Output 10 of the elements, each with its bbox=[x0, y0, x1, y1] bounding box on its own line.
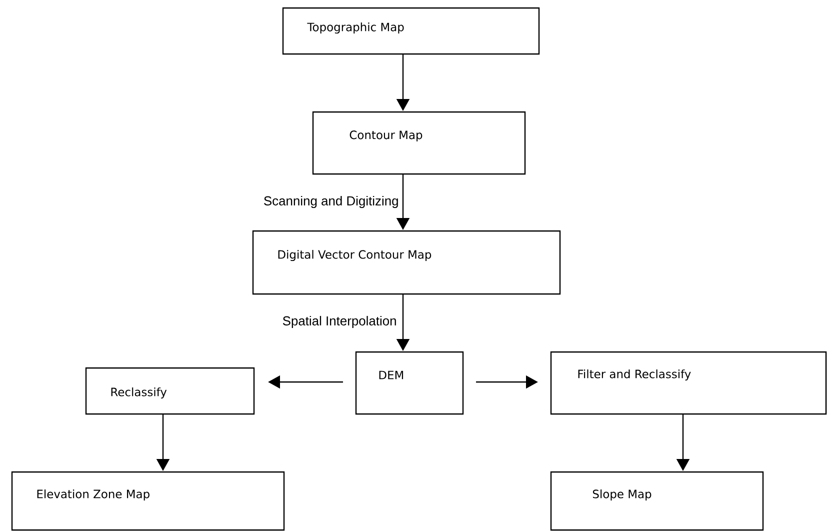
process-box: Topographic Map bbox=[282, 7, 540, 55]
edge-label: Scanning and Digitizing bbox=[262, 194, 400, 210]
process-box: Digital Vector Contour Map bbox=[252, 230, 561, 295]
process-box: Contour Map bbox=[312, 111, 526, 175]
edge-label: Spatial Interpolation bbox=[281, 314, 398, 330]
process-box: DEM bbox=[355, 351, 464, 415]
process-box: Reclassify bbox=[85, 367, 255, 415]
process-box: Slope Map bbox=[550, 471, 764, 531]
process-box: Filter and Reclassify bbox=[550, 351, 827, 415]
process-box: Elevation Zone Map bbox=[11, 471, 285, 531]
